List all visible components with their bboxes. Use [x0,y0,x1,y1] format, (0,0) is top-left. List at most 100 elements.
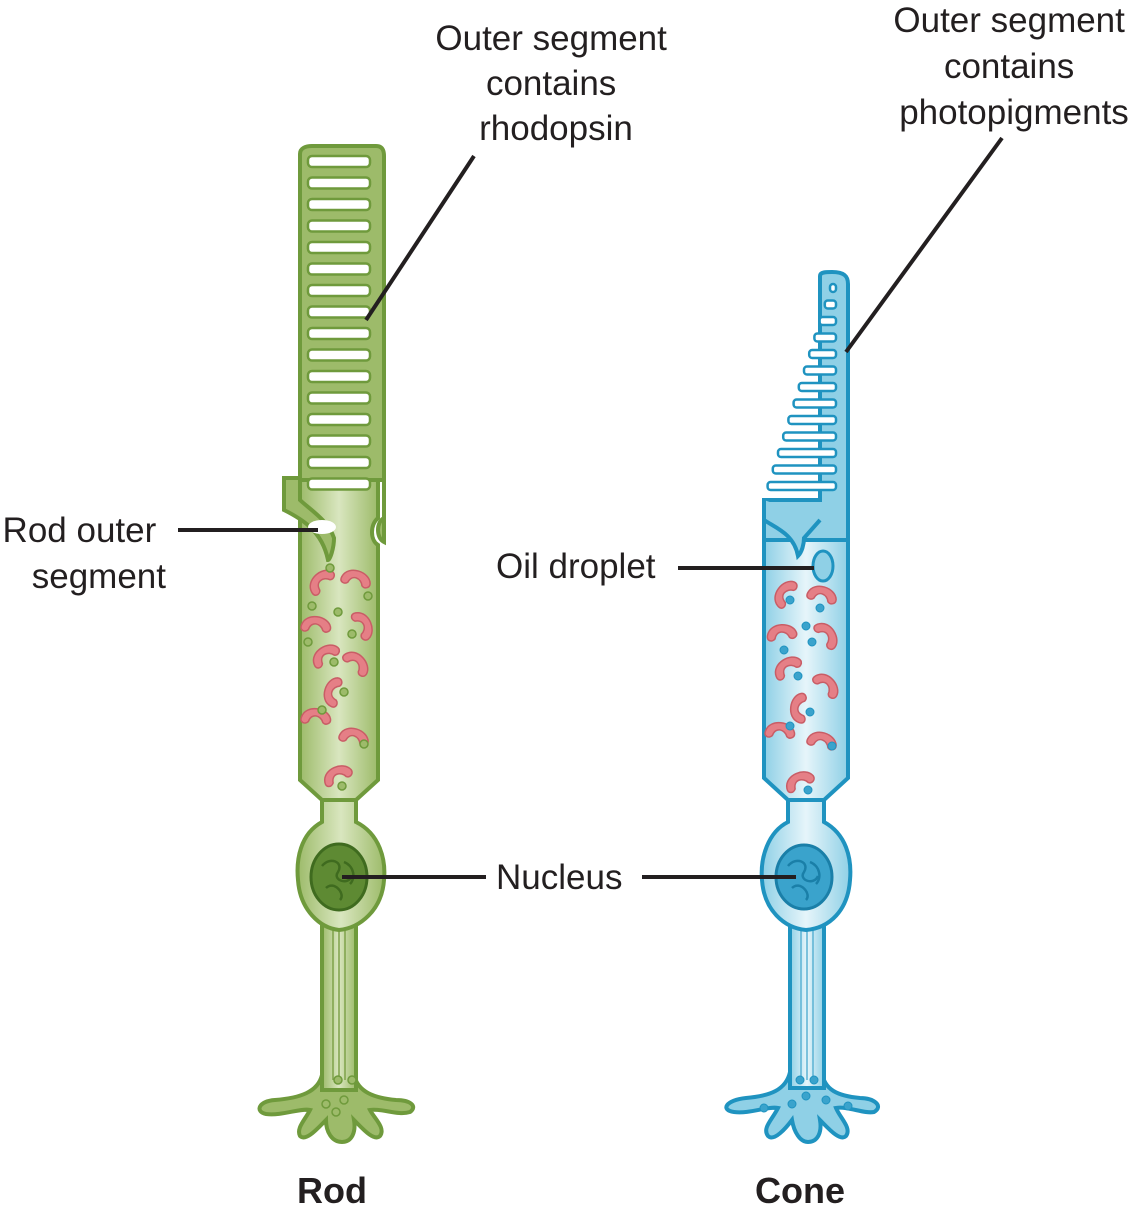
mitochondrion-body [323,677,343,708]
cone-disc [813,332,838,343]
rod-vesicle [307,601,317,611]
rod-vesicle [339,687,349,697]
rod-connecting-cilium [282,476,337,563]
rod-disc [306,240,372,255]
cone-vesicle [815,603,825,613]
mitochondrion-body [766,623,798,642]
rod-cell [257,144,416,1145]
rod-disc [306,477,372,491]
mitochondrion-body [812,673,839,699]
cone-mitochondrion [806,585,837,605]
mitochondrion-body [324,765,353,788]
cone-mitochondrion [774,580,798,609]
rod-mitochondrion [323,677,343,708]
rhodopsin-leader-line [364,154,476,322]
rod-vesicle [347,629,357,639]
rod-vesicle [333,607,343,617]
cone-vesicle [827,741,837,751]
rod-disc [306,154,372,169]
cone-disc [828,282,838,294]
rod-disc [306,197,372,212]
cone-vesicle [801,621,811,631]
cone-disc [823,299,838,310]
cone-mitochondrion [812,673,839,699]
cone-cell [724,269,880,1145]
rod-mitochondrion [342,651,369,677]
rod-vesicle [331,1107,341,1117]
cone-vesicle [801,1091,811,1101]
rod-disc [306,434,372,448]
cone-vesicle [809,1075,819,1085]
rod-disc [306,219,372,233]
cone-vesicle [759,1103,769,1113]
mitochondrion-body [312,644,341,669]
rod-vesicle [363,591,373,601]
mitochondrion-body [342,651,369,677]
mitochondrion-body [309,569,335,596]
mitochondrion-body [806,585,837,605]
cone-disc [766,480,838,492]
rod-disc [306,369,372,384]
rod-disc [306,262,372,276]
rod-vesicle [359,739,369,749]
cone-vesicle [803,785,813,795]
cone-mitochondrion [774,656,803,681]
cone-vesicle [785,721,795,731]
rod-vesicle [333,1075,343,1085]
rod-title: Rod [297,1170,367,1211]
rod-disc [306,455,372,470]
cone-disc [781,431,838,442]
mitochondrion-body [790,692,807,724]
rod-mitochondrion [350,612,373,641]
cone-synaptic-terminal [724,1070,880,1145]
cone-disc [771,464,838,475]
rod-mitochondrion [340,569,371,589]
cone-vesicle [821,1095,831,1105]
cone-mitochondrion [766,623,798,642]
cone-vesicle [805,707,815,717]
mitochondrion-body [300,616,332,633]
oil-droplet [811,549,835,583]
rod-vesicle [321,1099,331,1109]
nucleus-label: Nucleus [496,858,622,897]
rod-vesicle [339,1095,349,1105]
rod-disc [306,391,372,405]
rod-mitochondrion [324,765,353,788]
rod-vesicle [303,637,313,647]
cone-vesicle [793,671,803,681]
rod-outer-segment-side-label: Rod outer segment [3,511,167,596]
cone-discs [766,282,838,492]
cone-disc [807,348,838,360]
rod-mitochondrion [309,569,335,596]
oil-droplet-label: Oil droplet [496,547,656,586]
rod-disc [306,348,372,362]
cone-vesicles [759,595,853,1113]
rod-vesicle [347,1075,357,1085]
cone-mitochondrion [813,622,838,651]
rod-mitochondrion [312,644,341,669]
cone-vesicle [779,645,789,655]
cone-disc [776,447,838,459]
cone-disc [792,398,838,409]
cone-vesicle [807,637,817,647]
rod-disc [306,305,372,319]
photopigments-leader-line [844,136,1004,354]
cone-vesicle [787,1099,797,1109]
mitochondrion-body [350,612,373,641]
rod-disc [306,176,372,190]
mitochondrion-body [774,656,803,681]
rod-inner-segment [298,478,380,802]
cone-mitochondrion [790,692,807,724]
cone-photopigments-label: Outer segment contains photopigments [893,1,1134,132]
cone-vesicle [843,1101,853,1111]
cone-mitochondrion [786,771,815,794]
rod-disc [306,412,372,427]
cone-title: Cone [755,1170,845,1211]
rod-disc [306,326,372,341]
cone-vesicle [795,1075,805,1085]
rod-vesicle [325,563,335,573]
rod-disc [306,283,372,298]
rod-rhodopsin-label: Outer segment contains rhodopsin [435,19,676,148]
mitochondrion-body [340,569,371,589]
